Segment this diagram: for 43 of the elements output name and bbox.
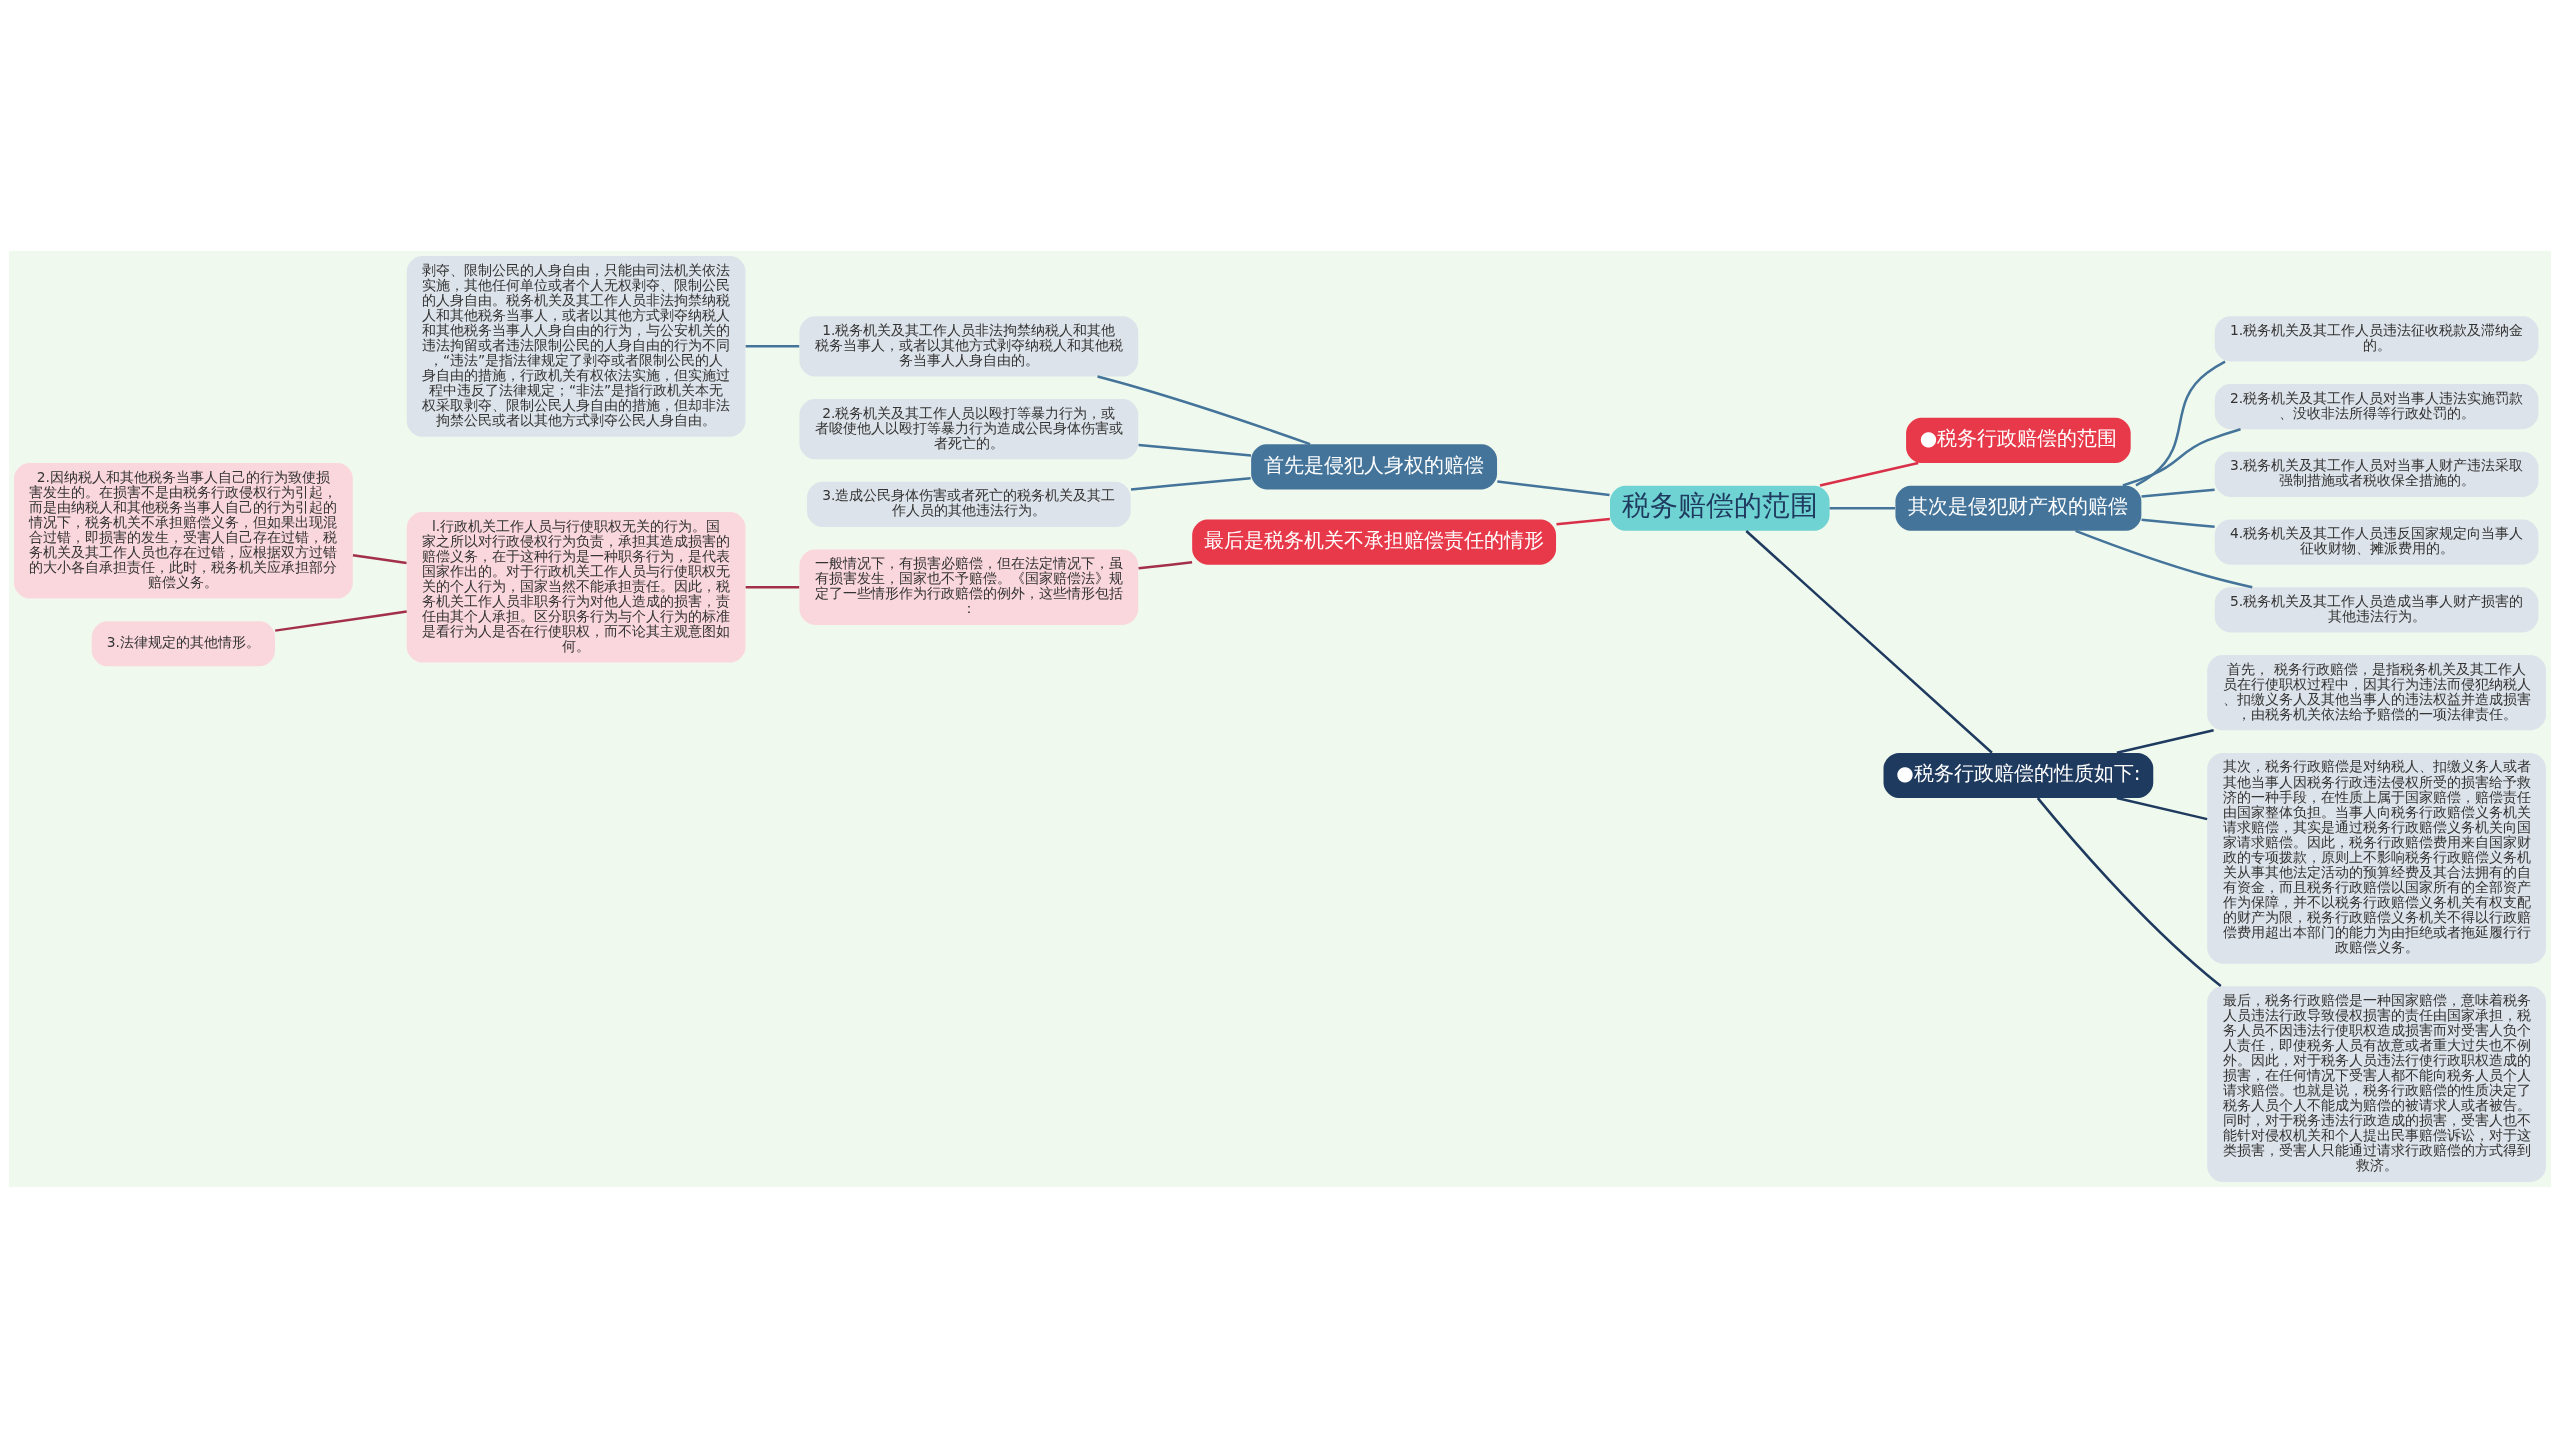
node-box: l.行政机关工作人员与行使职权无关的行为。国家之所以对行政侵权行为负责，承担其造成损害的赔偿义务，在于这种行为是一种职务行为，是代表国家作出的。对于行政机关工作人员与行使职权无关的个人行为，国家当然不能承担责任。因此，税务机关工作人员非职务行为对他人造成的损害，责任由其个人承担。区分职务行为与个人行为的标准是看行为人是否在行使职权，而不论其主观意图如何。 [406,511,746,663]
node-box: 1.税务机关及其工作人员违法征收税款及滞纳金的。 [2214,315,2539,361]
node-box: 剥夺、限制公民的人身自由，只能由司法机关依法实施，其他任何单位或者个人无权剥夺、限制公民的人身自由。税务机关及其工作人员非法拘禁纳税人和其他税务当事人，或者以其他方式剥夺纳税人和其他税务当事人人身自由的行为，与公安机关的违法拘留或者违法限制公民的人身自由的行为不同，“违法”是指法律规定了剥夺或者限制公民的人身自由的措施，行政机关有权依法实施，但实施过程中违反了法律规定；“非法”是指行政机关本无权采取剥夺、限制公民人身自由的措施，但却非法拘禁公民或者以其他方式剥夺公民人身自由。 [406,255,746,437]
connector [2116,796,2208,820]
connector [2075,529,2253,588]
connector [1745,529,1993,754]
node-box: 5.税务机关及其工作人员造成当事人财产损害的其他违法行为。 [2214,586,2539,632]
node-box: ●税务行政赔偿的性质如下: [1883,752,2154,798]
connector [2116,728,2214,754]
connector [1829,506,1896,509]
node-box: 1.税务机关及其工作人员非法拘禁纳税人和其他税务当事人，或者以其他方式剥夺纳税人和其他税务当事人人身自由的。 [799,315,1139,376]
node-box: 2.因纳税人和其他税务当事人自己的行为致使损害发生的。在损害不是由税务行政侵权行为引起，而是由纳税人和其他税务当事人自己的行为引起的情况下，税务机关不承担赔偿义务，但如果出现混合过错，即损害的发生，受害人自己存在过错，税务机关及其工作人员也存在过错，应根据双方过错的大小各自承担责任，此时，税务机关应承担部分赔偿义务。 [14,462,353,599]
connector [1556,517,1610,525]
connector [2036,796,2222,987]
node-box: 2.税务机关及其工作人员以殴打等暴力行为，或者唆使他人以殴打等暴力行为造成公民身体伤害或者死亡的。 [799,398,1139,459]
connector [1819,461,1919,487]
node-box: 3.税务机关及其工作人员对当事人财产违法采取强制措施或者税收保全措施的。 [2214,451,2539,497]
node-box: 最后是税务机关不承担赔偿责任的情形 [1192,519,1557,565]
node-box: 3.造成公民身体伤害或者死亡的税务机关及其工作人员的其他违法行为。 [807,481,1131,527]
node-box: 最后，税务行政赔偿是一种国家赔偿，意味着税务人员违法行政导致侵权损害的责任由国家承担，税务人员不因违法行使职权造成损害而对受害人负个人责任，即使税务人员有故意或者重大过失也不例外。因此，对于税务人员违法行使行政职权造成的损害，在任何情况下受害人都不能向税务人员个人请求赔偿。也就是说，税务行政赔偿的性质决定了税务人员个人不能成为赔偿的被请求人或者被告。同时，对于税务违法行政造成的损害，受害人也不能针对侵权机关和个人提出民事赔偿诉讼，对于这类损害，受害人只能通过请求行政赔偿的方式得到救济。 [2207,985,2546,1182]
node-box: 其次，税务行政赔偿是对纳税人、扣缴义务人或者其他当事人因税务行政违法侵权所受的损害给予救济的一种手段，在性质上属于国家赔偿，赔偿责任由国家整体负担。当事人向税务行政赔偿义务机关请求赔偿，其实是通过税务行政赔偿义务机关向国家请求赔偿。因此，税务行政赔偿费用来自国家财政的专项拨款，原则上不影响税务行政赔偿义务机关从事其他法定活动的预算经费及其合法拥有的自有资金，而且税务行政赔偿以国家所有的全部资产作为保障，并不以税务行政赔偿义务机关有权支配的财产为限，税务行政赔偿义务机关不得以行政赔偿费用超出本部门的能力为由拒绝或者拖延履行行政赔偿义务。 [2207,752,2546,964]
node-box: ●税务行政赔偿的范围 [1906,417,2131,463]
connector [352,553,407,564]
connector [1097,374,1311,445]
connector [2141,487,2215,498]
connector [1138,443,1252,457]
connector [2141,518,2215,528]
connector [1130,476,1251,491]
connector [1138,560,1193,570]
node-box: 首先是侵犯人身权的赔偿 [1251,443,1498,489]
connector [2135,359,2226,487]
node-box: 一般情况下，有损害必赔偿，但在法定情况下，虽有损害发生，国家也不予赔偿。《国家赔偿法》规定了一些情形作为行政赔偿的例外，这些情形包括： [799,549,1139,625]
node-box: 首先， 税务行政赔偿，是指税务机关及其工作人员在行使职权过程中，因其行为违法而侵犯纳税人、扣缴义务人及其他当事人的违法权益并造成损害，由税务机关依法给予赔偿的一项法律责任。 [2207,654,2546,730]
connector [745,344,800,348]
node-box: 3.法律规定的其他情形。 [91,620,275,666]
node-box: 2.税务机关及其工作人员对当事人违法实施罚款、没收非法所得等行政处罚的。 [2214,383,2539,429]
node-box: 4.税务机关及其工作人员违反国家规定向当事人征收财物、摊派费用的。 [2214,519,2539,565]
node-box: 税务赔偿的范围 [1610,485,1830,531]
connector [1497,479,1610,496]
node-box: 其次是侵犯财产权的赔偿 [1895,485,2142,531]
connector [2122,427,2241,487]
connector [275,609,407,632]
connector [745,585,800,588]
